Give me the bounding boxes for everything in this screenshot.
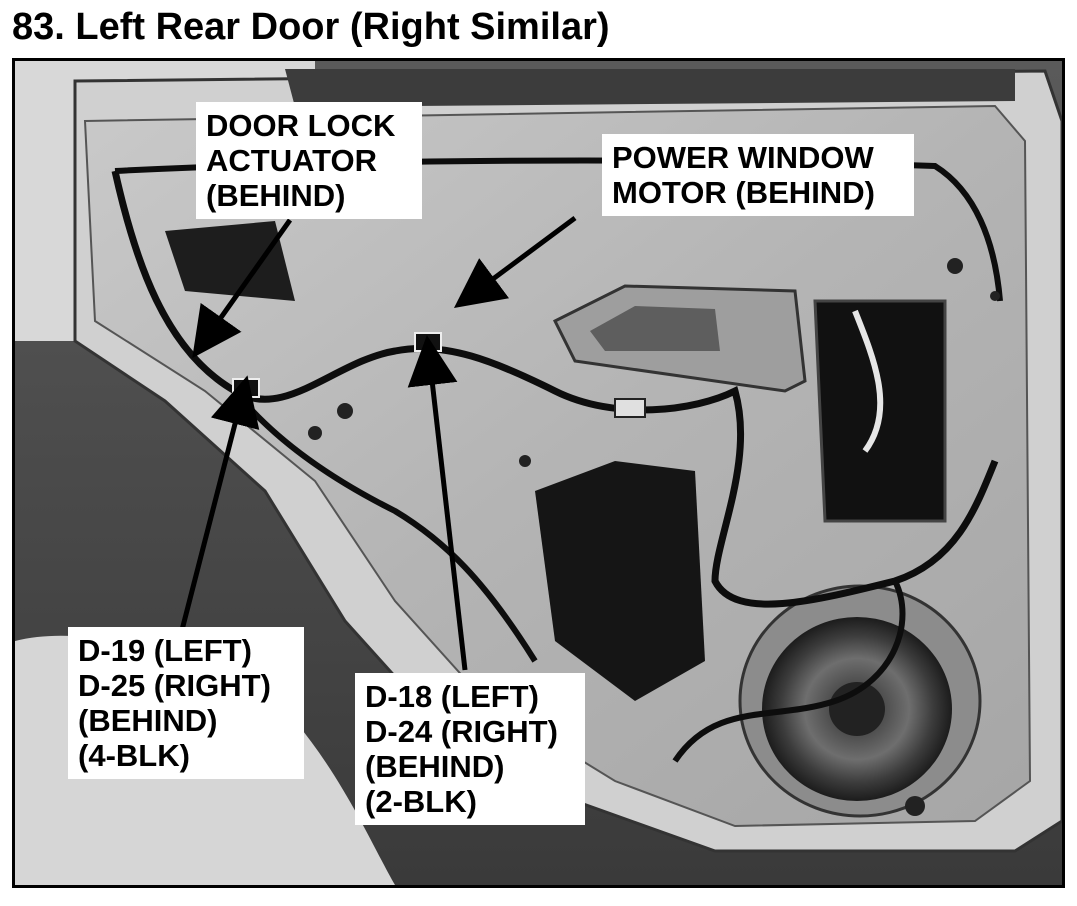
callout-power-window-motor: POWER WINDOW MOTOR (BEHIND) <box>602 134 914 216</box>
lower-access-opening <box>535 461 705 701</box>
callout-line: POWER WINDOW <box>612 140 874 175</box>
callout-line: D-18 (LEFT) <box>365 679 539 714</box>
figure-title: 83. Left Rear Door (Right Similar) <box>12 6 610 48</box>
wiring-speaker-lead <box>672 579 906 763</box>
connector-d18-body <box>414 332 442 352</box>
connector-d19-body <box>232 378 260 398</box>
window-glass <box>285 69 1015 107</box>
callout-line: DOOR LOCK <box>206 108 396 143</box>
callout-line: (4-BLK) <box>78 738 190 773</box>
white-lead <box>852 309 884 453</box>
callout-line: (BEHIND) <box>78 703 218 738</box>
bolt-hole <box>519 455 531 467</box>
bolt-hole <box>947 258 963 274</box>
wiring-branch-lower <box>232 389 538 663</box>
bolt-hole <box>905 796 925 816</box>
callout-line: (2-BLK) <box>365 784 477 819</box>
handle-recess <box>590 306 720 351</box>
bolt-hole <box>990 291 1000 301</box>
connector-white <box>614 398 646 418</box>
callout-connector-d18-d24: D-18 (LEFT) D-24 (RIGHT) (BEHIND) (2-BLK… <box>355 673 585 825</box>
bolt-hole <box>308 426 322 440</box>
callout-line: D-25 (RIGHT) <box>78 668 271 703</box>
callout-line: D-19 (LEFT) <box>78 633 252 668</box>
bolt-hole <box>337 403 353 419</box>
callout-connector-d19-d25: D-19 (LEFT) D-25 (RIGHT) (BEHIND) (4-BLK… <box>68 627 304 779</box>
callout-door-lock-actuator: DOOR LOCK ACTUATOR (BEHIND) <box>196 102 422 219</box>
callout-line: (BEHIND) <box>206 178 346 213</box>
callout-line: D-24 (RIGHT) <box>365 714 558 749</box>
callout-line: (BEHIND) <box>365 749 505 784</box>
callout-line: ACTUATOR <box>206 143 378 178</box>
latch-opening <box>165 221 295 301</box>
callout-line: MOTOR (BEHIND) <box>612 175 875 210</box>
